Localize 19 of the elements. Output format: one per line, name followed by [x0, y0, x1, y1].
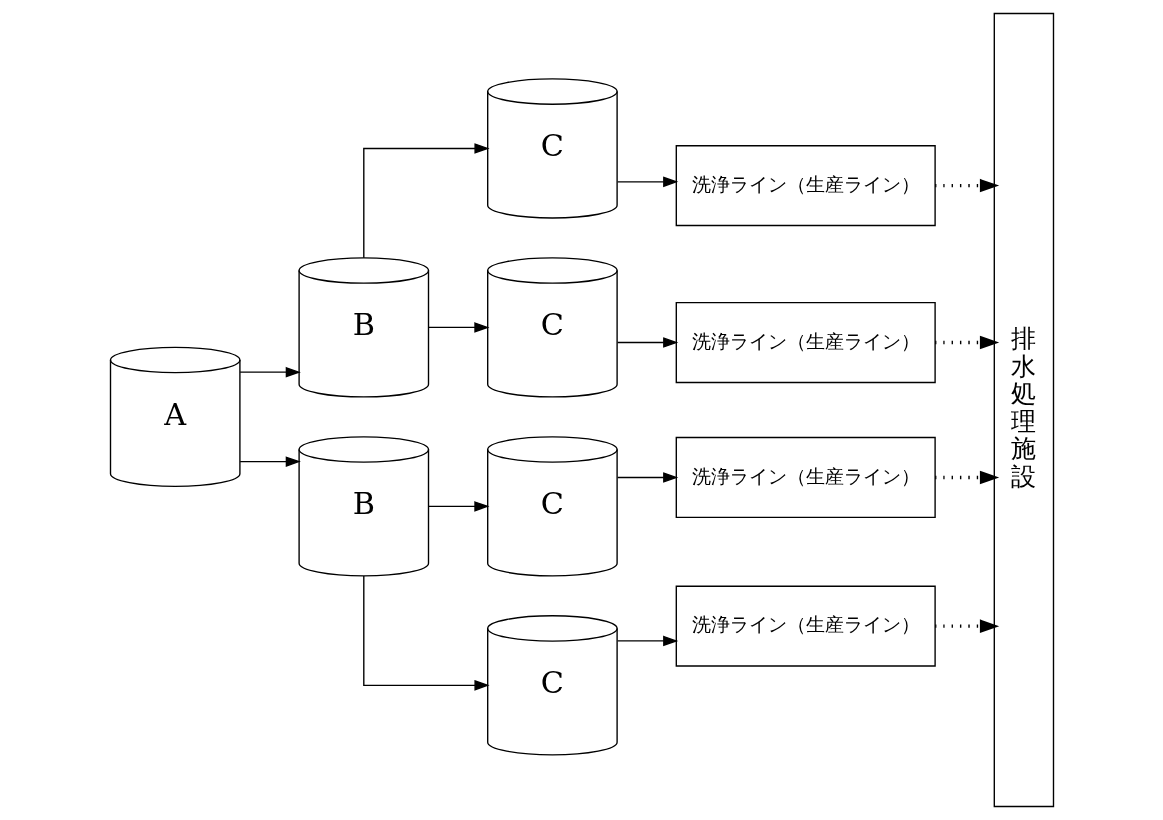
arrow [934, 470, 999, 485]
arrow [934, 335, 999, 350]
node-box: 洗浄ライン（生産ライン） [675, 436, 936, 519]
arrow [616, 176, 678, 188]
arrow [427, 322, 489, 333]
node-box: 洗浄ライン（生産ライン） [675, 301, 936, 384]
node-box: 洗浄ライン（生産ライン） [675, 145, 936, 227]
arrow [934, 178, 999, 193]
arrow [362, 575, 490, 691]
arrow [934, 619, 999, 633]
arrow [616, 472, 678, 483]
arrow [238, 366, 301, 378]
node-box: 排水処理施設 [993, 12, 1054, 808]
node-box: 洗浄ライン（生産ライン） [675, 585, 936, 667]
arrow [427, 501, 489, 512]
arrow [238, 456, 301, 467]
arrow [616, 337, 678, 348]
arrow [362, 143, 490, 259]
arrow [616, 635, 678, 647]
